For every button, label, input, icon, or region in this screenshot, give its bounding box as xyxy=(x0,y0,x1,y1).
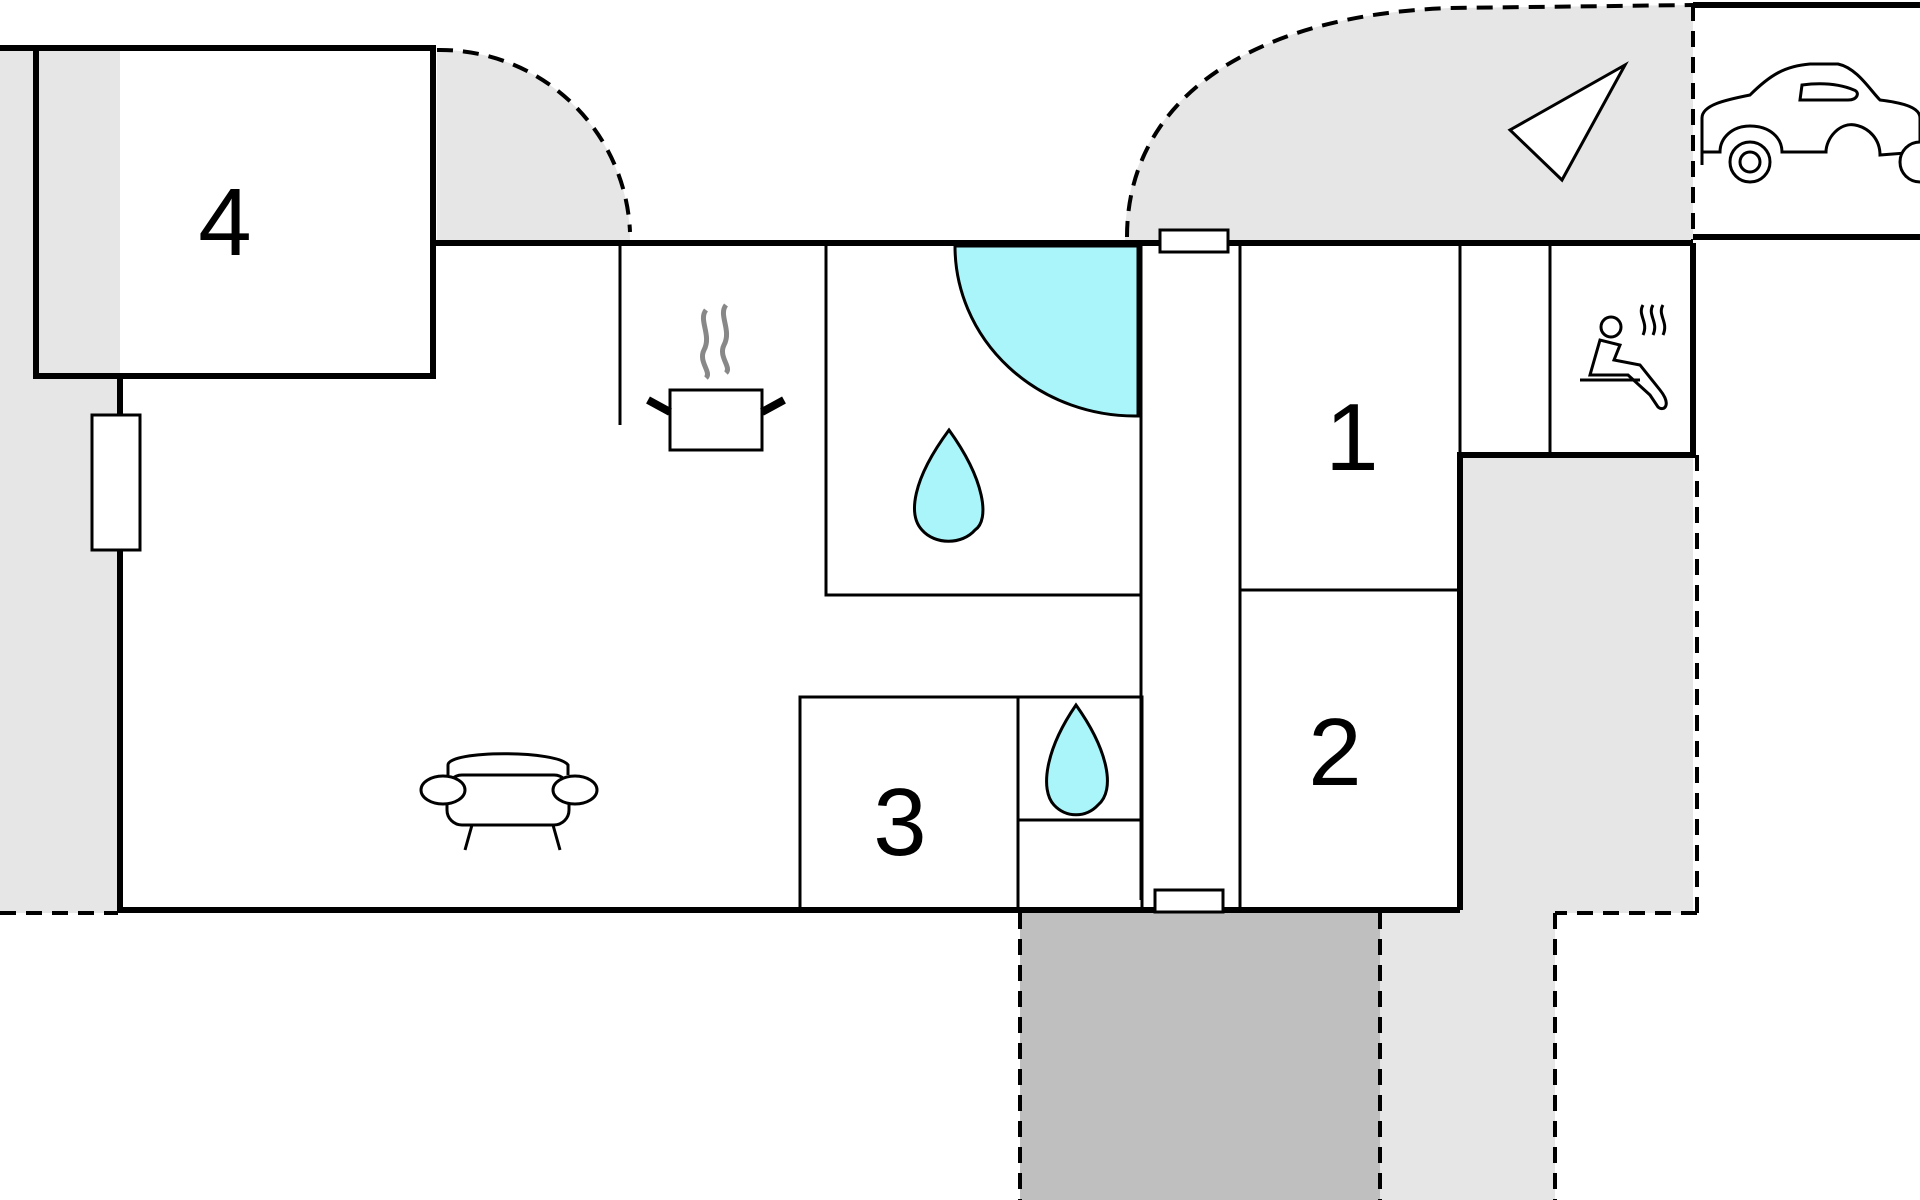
top-window xyxy=(1158,228,1230,254)
room-3-block xyxy=(798,695,1144,912)
walls xyxy=(0,2,1920,914)
car-icon xyxy=(1700,62,1920,184)
bottom-window xyxy=(1153,888,1225,914)
sofa-icon xyxy=(419,752,599,851)
side-yard xyxy=(1380,455,1693,1200)
dashed-boundaries xyxy=(0,3,1699,1200)
north-arrow-icon xyxy=(1507,61,1629,183)
shower-area xyxy=(953,244,1140,418)
room-label-2: 2 xyxy=(1308,699,1361,806)
covered-area xyxy=(1020,913,1380,1200)
shower-water-drop-icon xyxy=(1045,702,1109,817)
room-label-4: 4 xyxy=(198,169,251,276)
sauna-icon xyxy=(1580,304,1668,411)
terrace-top xyxy=(1125,5,1693,240)
room-label-1: 1 xyxy=(1325,384,1378,491)
kitchen-pot-icon xyxy=(646,303,786,452)
room-label-3: 3 xyxy=(873,769,926,876)
bathroom-water-drop-icon xyxy=(913,427,985,543)
room-4-box xyxy=(33,45,436,379)
left-window xyxy=(90,413,142,552)
terrace-room-4 xyxy=(437,49,630,240)
outdoor-areas xyxy=(0,5,1693,1200)
